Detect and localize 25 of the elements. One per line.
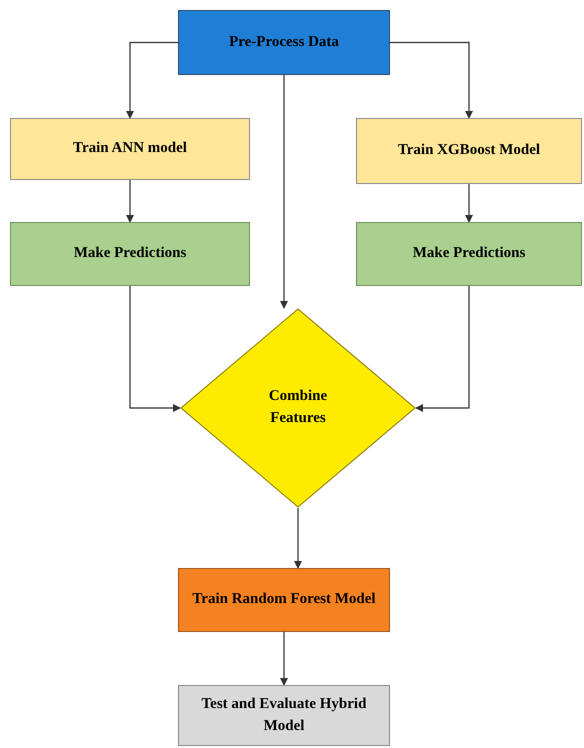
process-box	[356, 118, 582, 184]
arrow	[415, 286, 470, 412]
node-label: Make Predictions	[412, 244, 526, 264]
arrow	[280, 75, 288, 309]
arrow	[294, 508, 302, 569]
process-box	[178, 10, 390, 75]
process-box	[178, 568, 390, 632]
node-label: Test and Evaluate Hybrid Model	[200, 694, 368, 736]
process-box	[356, 222, 582, 286]
arrow	[465, 184, 473, 223]
node-label: Train ANN model	[73, 139, 187, 158]
arrow	[126, 42, 178, 119]
decision-diamond	[180, 308, 416, 508]
node-label: Train XGBoost Model	[398, 141, 540, 160]
process-box	[10, 118, 250, 180]
arrow	[126, 180, 134, 223]
arrow	[129, 286, 181, 412]
process-box	[10, 222, 250, 286]
node-label: Make Predictions	[74, 244, 186, 264]
process-box	[178, 685, 390, 746]
node-label: Combine Features	[268, 387, 328, 428]
arrow	[390, 42, 473, 119]
arrow	[280, 632, 288, 686]
node-label: Train Random Forest Model	[192, 590, 376, 610]
node-label: Pre-Process Data	[229, 32, 339, 52]
